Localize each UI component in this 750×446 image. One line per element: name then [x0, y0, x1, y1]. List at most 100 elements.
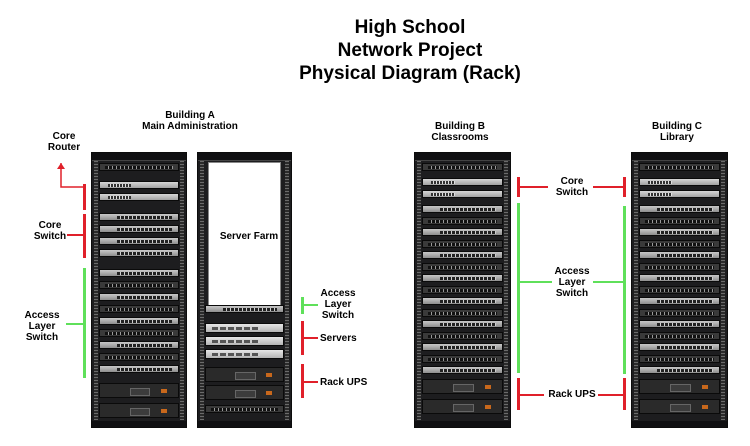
rack-rail-left: [417, 161, 421, 420]
title-line-3: Physical Diagram (Rack): [299, 63, 521, 84]
patch-panel: [205, 405, 284, 413]
ups-unit: [639, 379, 720, 394]
rack-rail-right: [504, 161, 508, 420]
access-layer-c-bracket: [623, 206, 626, 374]
ups-unit: [639, 399, 720, 414]
access-switch-unit: [422, 320, 503, 328]
title-line-1: High School: [354, 17, 466, 38]
building-c-name: Building C: [652, 121, 702, 132]
access-layer-bc-label: Access Layer Switch: [554, 266, 590, 299]
core-switch-a-bracket: [83, 214, 86, 258]
access-switch-unit: [99, 293, 179, 301]
core-router-unit: [99, 181, 179, 189]
access-switch-unit: [422, 297, 503, 305]
access-switch-unit: [639, 239, 720, 248]
access-switch-unit: [99, 365, 179, 373]
rack-rail-left: [200, 161, 204, 420]
rack-top: [198, 153, 291, 161]
access-switch-unit: [639, 308, 720, 317]
building-b-heading: Building B Classrooms: [410, 121, 510, 143]
access-switch-unit: [639, 354, 720, 363]
patch-panel: [422, 163, 503, 171]
core-switch-bc-label: Core Switch: [555, 176, 589, 198]
access-switch-unit: [639, 285, 720, 294]
access-switch-unit: [422, 285, 503, 294]
rack-ups-c-connector: [598, 394, 624, 396]
access-layer-a-connector: [66, 323, 84, 325]
access-switch-unit: [639, 366, 720, 374]
access-switch-unit: [422, 239, 503, 248]
access-switch-unit: [422, 343, 503, 351]
rack-rail-right: [285, 161, 289, 420]
core-router-arrow: [57, 163, 86, 188]
core-switch-unit: [639, 178, 720, 186]
core-switch-unit: [99, 225, 179, 233]
rack-ups-a-label: Rack UPS: [320, 377, 368, 388]
core-switch-unit: [422, 190, 503, 198]
access-layer-farm-connector: [302, 304, 318, 306]
access-switch-unit: [99, 317, 179, 325]
core-switch-unit: [422, 178, 503, 186]
access-switch-unit: [422, 274, 503, 282]
ups-unit: [205, 367, 284, 382]
access-switch-unit: [639, 297, 720, 305]
rack-bottom: [632, 421, 727, 427]
ups-unit: [99, 383, 179, 398]
core-switch-unit: [99, 213, 179, 221]
core-router-unit: [99, 193, 179, 201]
rack-building-c: [631, 152, 728, 428]
ups-unit: [422, 399, 503, 414]
ups-unit: [422, 379, 503, 394]
access-layer-a-bracket: [83, 268, 86, 378]
patch-panel: [639, 163, 720, 171]
rack-ups-b-connector: [518, 394, 544, 396]
access-switch-unit: [422, 251, 503, 259]
ups-unit: [99, 403, 179, 418]
access-switch-unit: [422, 354, 503, 363]
servers-connector: [302, 337, 318, 339]
core-switch-unit: [99, 237, 179, 245]
patch-panel: [99, 163, 179, 171]
access-switch-unit: [422, 331, 503, 340]
server-unit: [205, 336, 284, 346]
access-switch-unit: [639, 343, 720, 351]
access-switch-unit: [205, 305, 284, 313]
building-a-sub: Main Administration: [142, 121, 238, 132]
rack-ups-c-bracket: [623, 378, 626, 410]
access-layer-farm-label: Access Layer Switch: [320, 288, 356, 321]
access-switch-unit: [99, 329, 179, 337]
rack-bottom: [92, 421, 186, 427]
core-switch-c-bracket: [623, 177, 626, 197]
access-layer-b-connector: [518, 281, 552, 283]
rack-top: [415, 153, 510, 161]
building-a-heading: Building A Main Administration: [120, 110, 260, 132]
rack-rail-right: [180, 161, 184, 420]
server-farm-empty-space: [208, 162, 281, 306]
rack-bottom: [415, 421, 510, 427]
rack-rail-left: [634, 161, 638, 420]
access-switch-unit: [639, 228, 720, 236]
title-line-2: Network Project: [337, 40, 483, 61]
access-switch-unit: [99, 353, 179, 361]
core-switch-a-connector: [67, 234, 84, 236]
access-switch-unit: [99, 341, 179, 349]
core-switch-b-connector: [518, 186, 548, 188]
core-switch-unit: [639, 190, 720, 198]
access-switch-unit: [422, 205, 503, 213]
access-layer-c-connector: [593, 281, 624, 283]
building-b-name: Building B: [435, 121, 485, 132]
rack-rail-left: [94, 161, 98, 420]
core-switch-unit: [99, 249, 179, 257]
rack-ups-bc-label: Rack UPS: [548, 389, 596, 400]
rack-building-a-main: [91, 152, 187, 428]
server-unit: [205, 323, 284, 333]
server-unit: [205, 349, 284, 359]
access-layer-a-label: Access Layer Switch: [24, 310, 60, 343]
access-layer-b-bracket: [517, 203, 520, 373]
rack-rail-right: [721, 161, 725, 420]
ups-unit: [205, 385, 284, 400]
access-switch-unit: [422, 366, 503, 374]
access-switch-unit: [639, 331, 720, 340]
building-a-name: Building A: [165, 110, 215, 121]
core-router-bracket: [83, 184, 86, 210]
